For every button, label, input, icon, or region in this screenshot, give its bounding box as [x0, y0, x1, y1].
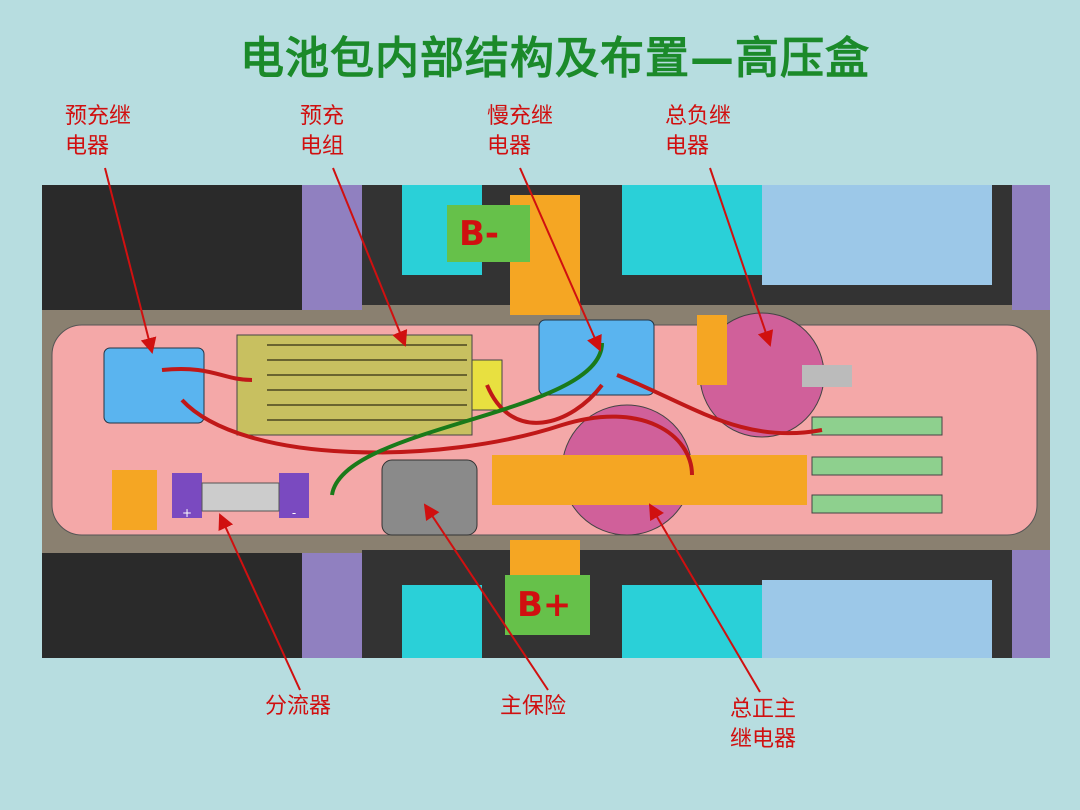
- label-line: 慢充继: [487, 104, 554, 129]
- wire-green: [330, 342, 604, 496]
- shunt: [201, 482, 280, 512]
- label-main-negative-relay: 总负继电器: [665, 102, 731, 162]
- bottom-bracket: [302, 553, 362, 658]
- terminal-b-plus: B+: [505, 575, 590, 635]
- label-slow-charge-relay: 慢充继电器: [487, 102, 553, 162]
- label-line: 电组: [300, 134, 345, 159]
- main-fuse: [381, 459, 478, 536]
- precharge-resistor: [236, 334, 473, 436]
- label-line: 电器: [65, 134, 110, 159]
- bottom-cell: [402, 585, 482, 658]
- wire-red: [161, 367, 253, 382]
- label-line: 总负继: [665, 104, 732, 129]
- shunt-plus: +: [182, 506, 192, 520]
- label-main-fuse: 主保险: [500, 694, 567, 719]
- label-line: 预充继: [65, 104, 132, 129]
- label-line: 电器: [665, 134, 710, 159]
- bottom-cell: [622, 585, 762, 658]
- bottom-cell-cover: [762, 580, 992, 658]
- label-line: 继电器: [730, 727, 797, 752]
- wire-red: [485, 383, 604, 425]
- label-line: 电器: [487, 134, 532, 159]
- positive-busbar: [492, 455, 807, 505]
- shunt-block: [279, 473, 309, 518]
- top-left-module: [42, 185, 302, 310]
- bottom-right-bracket: [1012, 550, 1050, 658]
- shunt-terminal: [112, 470, 157, 530]
- top-bracket: [302, 185, 362, 310]
- top-cell-cover: [762, 185, 992, 285]
- label-shunt: 分流器: [265, 694, 332, 719]
- top-cell: [622, 185, 762, 275]
- label-precharge-resistor: 预充电组: [300, 102, 344, 162]
- top-right-bracket: [1012, 185, 1050, 310]
- wire-red: [180, 398, 694, 476]
- negative-cable: [802, 365, 852, 387]
- bottom-left-module: [42, 553, 302, 658]
- label-line: 总正主: [730, 697, 797, 722]
- shunt-minus: -: [292, 506, 296, 520]
- output-terminals: [811, 416, 943, 514]
- label-precharge-relay: 预充继电器: [65, 102, 131, 162]
- wire-red: [616, 373, 823, 436]
- label-main-positive-relay: 总正主继电器: [730, 695, 796, 755]
- slide-title: 电池包内部结构及布置—高压盒: [240, 33, 870, 84]
- precharge-relay: [103, 347, 205, 424]
- label-line: 预充: [300, 104, 345, 129]
- negative-busbar: [697, 315, 727, 385]
- terminal-b-minus: B-: [447, 205, 530, 262]
- shunt-block: [172, 473, 202, 518]
